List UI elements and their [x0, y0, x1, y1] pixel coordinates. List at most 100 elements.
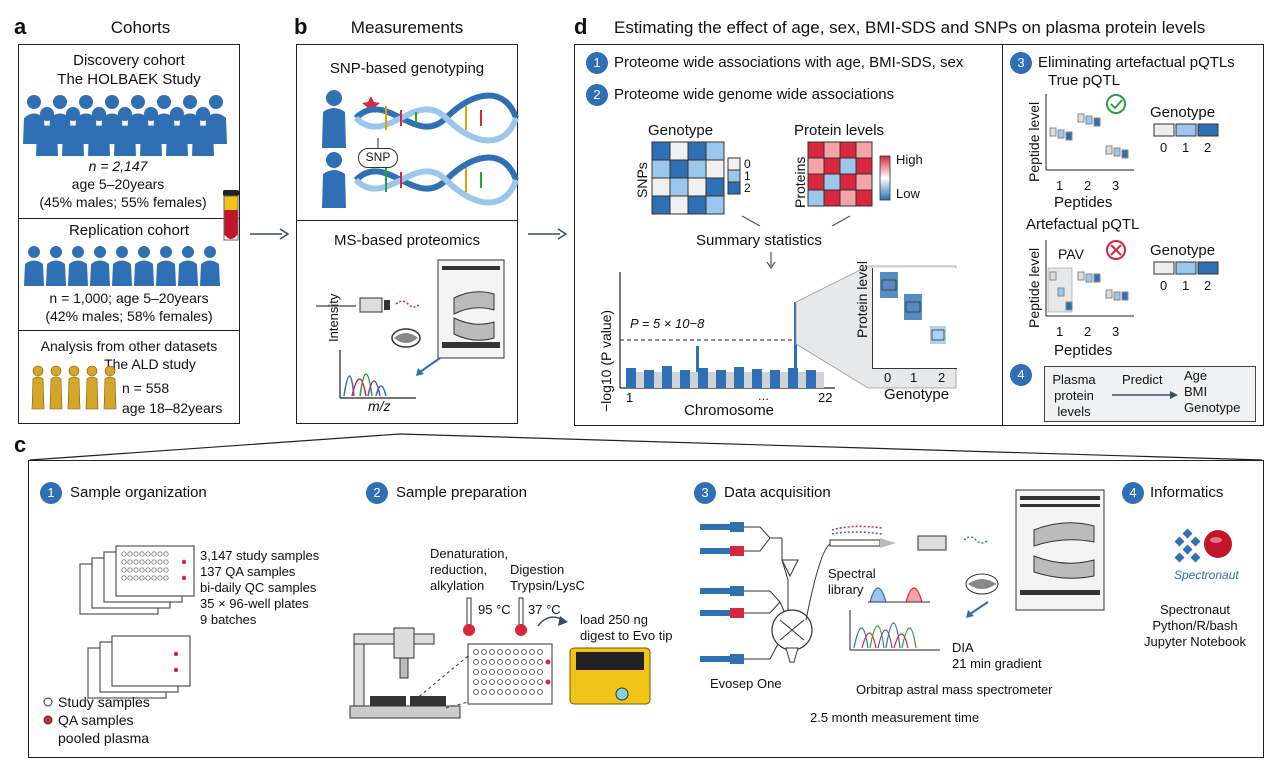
art-pqtl-tick-2: 2	[1084, 324, 1092, 339]
inset-tick-0: 0	[884, 370, 892, 385]
s4-title: Informatics	[1150, 484, 1224, 501]
art-pqtl-xlabel: Peptides	[1054, 342, 1113, 359]
s3-evosep: Evosep One	[710, 676, 782, 691]
panel-letter-a: a	[14, 14, 27, 39]
proteins-label: Proteins	[792, 156, 808, 208]
true-pqtl-legend-0: 0	[1160, 140, 1168, 155]
s2-digest-1: Digestion	[510, 562, 565, 577]
genotype-legend-1: 1	[744, 169, 751, 183]
protein-matrix	[807, 141, 891, 207]
ms-ylabel: Intensity	[326, 293, 341, 342]
snp-label: SNP	[365, 150, 391, 164]
inset-ylabel: Protein level	[854, 260, 870, 338]
art-pqtl-legend-1: 1	[1182, 278, 1190, 293]
summary-down-arrow	[766, 252, 776, 270]
spectronaut-logo-text: Spectronaut	[1174, 568, 1239, 582]
s4-line-3: Jupyter Notebook	[1144, 634, 1246, 649]
s1-title: Sample organization	[70, 484, 207, 501]
cohort-divider-1	[18, 218, 240, 219]
arrow-b-to-d	[528, 228, 568, 240]
s3-dia: DIA	[952, 640, 974, 655]
other-line1: Analysis from other datasets	[40, 338, 218, 354]
true-pqtl-title: True pQTL	[1048, 72, 1120, 89]
workflow-box	[28, 460, 1264, 758]
panel-letter-d: d	[574, 14, 588, 39]
dna-helix-diagram	[322, 90, 519, 208]
data-acquisition-diagram	[700, 489, 1105, 664]
s2-digest-2: Trypsin/LysC	[510, 578, 585, 593]
art-pqtl-ylabel: Peptide level	[1026, 247, 1042, 328]
arrow-a-to-b	[250, 228, 290, 240]
discovery-sex: (45% males; 55% females)	[39, 194, 207, 210]
manhattan-xlabel: Chromosome	[684, 402, 775, 419]
inset-xlabel: Genotype	[884, 386, 950, 403]
ms-title: MS-based proteomics	[334, 232, 480, 249]
cohorts-heading: Cohorts	[110, 18, 171, 37]
other-age: age 18–82years	[122, 400, 223, 416]
art-pqtl-title: Artefactual pQTL	[1026, 216, 1140, 233]
s3-spectral-2: library	[828, 582, 864, 597]
panel-c-connector	[29, 433, 1263, 461]
step1-label: Proteome wide associations with age, BMI…	[614, 54, 964, 71]
art-pqtl-legend-2: 2	[1204, 278, 1212, 293]
step4-output-age: Age	[1184, 368, 1208, 383]
cohort-divider-2	[18, 330, 240, 331]
art-pqtl-legend-0: 0	[1160, 278, 1168, 293]
manhattan-ylabel: −log10 (P value)	[598, 309, 614, 412]
protein-legend-low: Low	[896, 186, 920, 201]
manhattan-x-start: 1	[626, 390, 634, 405]
art-pqtl-legend-title: Genotype	[1150, 242, 1216, 259]
true-pqtl-legend-title: Genotype	[1150, 104, 1216, 121]
step3-label: Eliminating artefactual pQTLs	[1038, 54, 1235, 71]
s2-load-1: load 250 ng	[580, 612, 648, 627]
s1-legend-study: Study samples	[58, 694, 150, 710]
measurements-heading: Measurements	[350, 18, 464, 37]
true-pqtl-tick-2: 2	[1084, 178, 1092, 193]
estimating-box	[574, 44, 1264, 426]
protein-legend-high: High	[896, 152, 923, 167]
s2-denat-3: alkylation	[430, 578, 485, 593]
inset-boxplots	[880, 272, 946, 344]
protein-matrix-title: Protein levels	[794, 122, 885, 139]
estimating-divider	[1002, 44, 1003, 426]
s1-legend-qa2: pooled plasma	[58, 730, 150, 746]
well-plates-icon	[79, 545, 195, 699]
s2-load-2: digest to Evo tip	[580, 628, 673, 643]
other-n: n = 558	[122, 380, 170, 396]
discovery-line1: Discovery cohort	[73, 52, 185, 69]
step4-predict: Predict	[1122, 372, 1163, 387]
s1-line-3: bi-daily QC samples	[200, 580, 317, 595]
snp-bubble	[358, 148, 398, 168]
thermometer-95-icon	[463, 597, 475, 636]
manhattan-plot	[619, 272, 835, 389]
inset-tick-1: 1	[910, 370, 918, 385]
art-pqtl-plot	[1045, 240, 1134, 317]
cohorts-box	[18, 44, 240, 424]
s2-title: Sample preparation	[396, 484, 527, 501]
s1-line-2: 137 QA samples	[200, 564, 296, 579]
true-pqtl-legend-swatches	[1153, 123, 1219, 137]
discovery-age: age 5–20years	[71, 176, 165, 192]
estimating-heading: Estimating the effect of age, sex, BMI-S…	[614, 18, 1206, 37]
manhattan-threshold: P = 5 × 10−8	[630, 316, 705, 331]
true-pqtl-legend-2: 2	[1204, 140, 1212, 155]
thermometer-37-icon	[515, 597, 527, 636]
s3-spectral-1: Spectral	[828, 566, 876, 581]
genotype-matrix	[651, 141, 741, 215]
s3-badge: 3	[694, 482, 716, 504]
ms-xlabel: m/z	[368, 398, 391, 414]
manhattan-x-end: 22	[818, 390, 833, 405]
s4-line-2: Python/R/bash	[1152, 618, 1238, 633]
discovery-people-icon	[23, 95, 227, 156]
art-pqtl-tick-3: 3	[1112, 324, 1120, 339]
discovery-n: n = 2,147	[88, 158, 148, 174]
s2-t37: 37 °C	[528, 602, 561, 617]
s3-orbitrap: Orbitrap astral mass spectrometer	[856, 682, 1053, 697]
true-pqtl-tick-1: 1	[1056, 178, 1064, 193]
snp-title: SNP-based genotyping	[329, 60, 485, 77]
s3-gradient: 21 min gradient	[952, 656, 1042, 671]
s1-legend-dots	[43, 697, 53, 725]
step2-badge: 2	[586, 84, 608, 106]
other-line2: The ALD study	[104, 356, 196, 372]
art-pqtl-tick-1: 1	[1056, 324, 1064, 339]
